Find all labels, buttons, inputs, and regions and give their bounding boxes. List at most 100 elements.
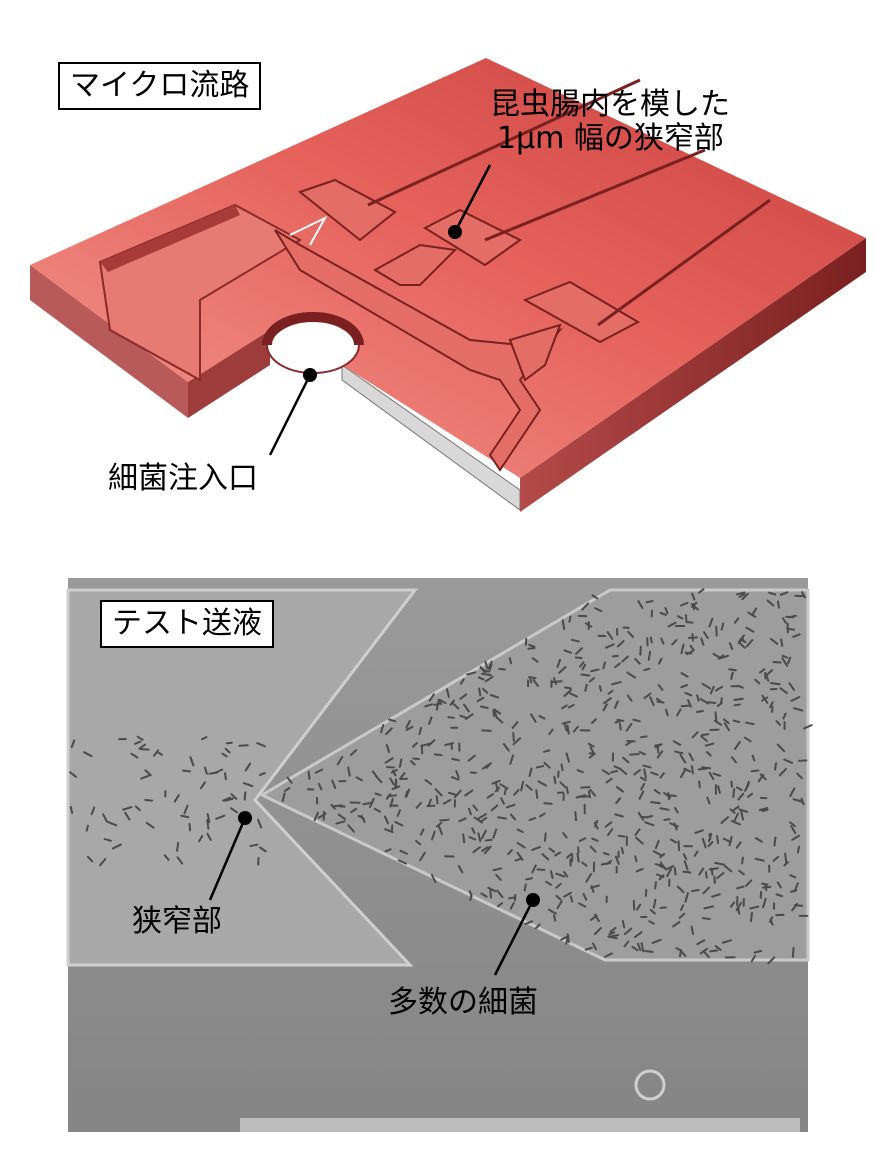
- constriction-callout-dot: [238, 811, 252, 825]
- bacterium: [435, 754, 442, 755]
- constriction-annotation: 狭窄部: [132, 905, 222, 939]
- bacterium: [641, 736, 647, 737]
- bacterium: [482, 674, 491, 675]
- bacterium: [309, 772, 310, 779]
- bacterium: [490, 890, 491, 898]
- bacterium: [742, 857, 743, 863]
- bacterium: [798, 847, 799, 853]
- bacterium: [145, 800, 152, 801]
- bacterium: [177, 843, 178, 851]
- bacterium: [651, 802, 660, 803]
- bacterium: [649, 652, 650, 660]
- bacterium: [227, 743, 232, 744]
- bacterium: [589, 791, 590, 797]
- bacterium: [763, 810, 768, 811]
- bacterium: [510, 658, 511, 663]
- bacteria-annotation: 多数の細菌: [388, 986, 538, 1020]
- bacterium: [717, 836, 718, 843]
- bacterium: [470, 894, 471, 900]
- bacterium: [493, 710, 494, 716]
- micrograph: [68, 578, 812, 1132]
- bacterium: [87, 826, 88, 831]
- bacterium: [766, 884, 767, 890]
- bacterium: [575, 812, 576, 820]
- bacterium: [582, 796, 588, 797]
- bacterium: [505, 789, 506, 794]
- bacterium: [775, 763, 776, 769]
- bacterium: [675, 868, 676, 875]
- bacterium: [561, 765, 562, 771]
- bacterium: [699, 781, 700, 787]
- bacterium: [746, 723, 753, 724]
- bacterium: [181, 816, 188, 817]
- bacterium: [537, 869, 544, 870]
- bacterium: [731, 782, 732, 787]
- bacterium: [567, 725, 568, 733]
- bacterium: [684, 872, 691, 873]
- bacterium: [225, 773, 226, 779]
- bacterium: [729, 669, 736, 670]
- bacterium: [655, 882, 656, 888]
- bacterium: [715, 712, 716, 720]
- bacterium: [250, 845, 257, 846]
- bacterium: [207, 820, 208, 829]
- bacterium: [437, 796, 438, 803]
- bacterium: [734, 721, 740, 722]
- inlet-callout-dot: [303, 368, 317, 382]
- bacterium: [585, 685, 586, 691]
- bacterium: [622, 848, 623, 853]
- bacterium: [569, 617, 570, 622]
- bacterium: [699, 769, 706, 770]
- bacterium: [578, 854, 579, 862]
- bacterium: [486, 840, 492, 841]
- bacterium: [785, 854, 786, 863]
- inlet-annotation: 細菌注入口: [108, 462, 258, 496]
- bacterium: [778, 601, 779, 607]
- bacterium: [645, 951, 652, 952]
- bacterium: [706, 872, 707, 878]
- bacterium: [771, 683, 780, 684]
- microfluidic-chip-illustration: [30, 58, 866, 512]
- bacterium: [537, 766, 544, 767]
- bacterium: [499, 669, 505, 670]
- bacterium: [623, 921, 624, 927]
- bacterium: [536, 790, 537, 798]
- bacterium: [545, 833, 546, 840]
- bacterium: [733, 789, 734, 797]
- bacterium: [604, 853, 609, 854]
- bacterium: [651, 638, 652, 643]
- bacterium: [240, 745, 248, 746]
- bacterium: [668, 793, 669, 799]
- bacterium: [657, 702, 663, 703]
- bacterium: [697, 711, 703, 712]
- bacterium: [553, 681, 562, 682]
- bacterium: [525, 884, 526, 890]
- bacterium: [440, 820, 448, 821]
- bacterium: [448, 717, 454, 718]
- bacterium: [544, 750, 549, 751]
- bacterium: [679, 841, 680, 850]
- narrow-channel-annotation-line1: 昆虫腸内を模した: [490, 88, 730, 122]
- bacterium: [751, 913, 752, 921]
- bacterium: [702, 767, 710, 768]
- bacterium: [620, 724, 621, 730]
- bacterium: [141, 749, 149, 750]
- bacterium: [793, 948, 794, 957]
- bacterium: [682, 706, 689, 707]
- bacterium: [635, 856, 636, 861]
- bacterium: [781, 639, 782, 645]
- bacterium: [567, 787, 568, 793]
- bacterium: [183, 771, 190, 772]
- inlet-callout-line: [270, 375, 310, 455]
- bacterium: [647, 601, 653, 602]
- blurred-band: [240, 1118, 800, 1132]
- bacterium: [544, 803, 551, 804]
- bacterium: [630, 754, 639, 755]
- bacterium: [686, 622, 692, 623]
- bacterium: [498, 817, 506, 818]
- bacterium: [619, 836, 625, 837]
- bacterium: [554, 915, 555, 920]
- bacterium: [752, 770, 759, 771]
- bacterium: [692, 927, 693, 934]
- bacterium: [710, 950, 717, 951]
